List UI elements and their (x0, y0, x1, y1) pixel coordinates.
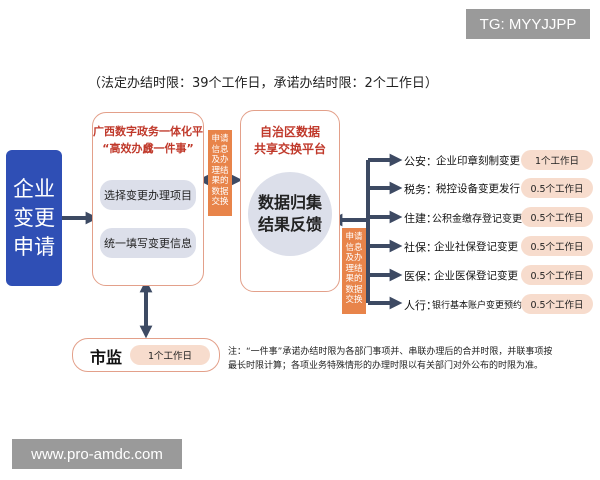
dept-item-central-bank: 银行基本账户变更预约 (432, 301, 523, 311)
start-line-1: 企业 (13, 176, 55, 201)
select-change-item: 选择变更办理项目 (100, 180, 196, 210)
time-pill-medical-insurance: 0.5个工作日 (521, 265, 593, 285)
dept-item-housing: 公积金缴存登记变更 (432, 214, 522, 225)
data-exchange-tag-result: 申请信息及办理结果的数据交换 (342, 228, 366, 314)
bottom-watermark: www.pro-amdc.com (12, 439, 182, 469)
footnote-line-1: 注：“一件事”承诺办结时限为各部门事项并、串联办理后的合并时限，并联事项按 (228, 347, 553, 357)
dept-name-police: 公安： (404, 155, 437, 168)
dept-name-social-security: 社保： (404, 241, 437, 254)
time-pill-tax: 0.5个工作日 (521, 178, 593, 198)
market-supervision-label: 市监 (90, 348, 123, 367)
dept-name-tax: 税务： (404, 183, 437, 196)
dept-item-social-security: 企业社保登记变更 (434, 241, 518, 253)
header-note: （法定办结时限：39个工作日，承诺办结时限：2个工作日） (88, 76, 438, 91)
start-line-3: 申请 (13, 234, 55, 259)
dept-item-medical-insurance: 企业医保登记变更 (434, 270, 518, 282)
time-pill-market: 1个工作日 (130, 345, 210, 365)
start-line-2: 变更 (13, 205, 55, 230)
time-pill-central-bank: 0.5个工作日 (521, 294, 593, 314)
time-pill-police: 1个工作日 (521, 150, 593, 170)
exchange-title-line-2: 共享交换平台 (253, 142, 326, 156)
enterprise-change-request-box: 企业 变更 申请 (6, 150, 62, 286)
data-collection-feedback-circle: 数据归集 结果反馈 (248, 172, 332, 256)
time-pill-social-security: 0.5个工作日 (521, 236, 593, 256)
circle-line-2: 结果反馈 (257, 215, 322, 234)
platform-subtitle: “高效办成一件事” (102, 142, 194, 155)
time-pill-housing: 0.5个工作日 (521, 207, 593, 227)
dept-name-medical-insurance: 医保： (404, 270, 437, 283)
dept-item-tax: 税控设备变更发行 (436, 183, 520, 195)
platform-title: 广西数字政务一体化平台 (93, 125, 203, 155)
dept-item-police: 企业印章刻制变更 (436, 155, 520, 167)
dept-name-central-bank: 人行： (404, 299, 437, 312)
dept-name-housing: 住建： (404, 212, 437, 225)
circle-line-1: 数据归集 (257, 193, 322, 212)
data-exchange-tag-apply: 申请信息及办理结果的数据交换 (208, 130, 232, 216)
fill-change-info: 统一填写变更信息 (100, 228, 196, 258)
top-watermark: TG: MYYJJPP (466, 9, 590, 39)
exchange-title-line-1: 自治区数据 (259, 125, 320, 139)
footnote-line-2: 最长时限计算；各项业务特殊情形的办理时限以有关部门对外公布的时限为准。 (228, 361, 544, 371)
